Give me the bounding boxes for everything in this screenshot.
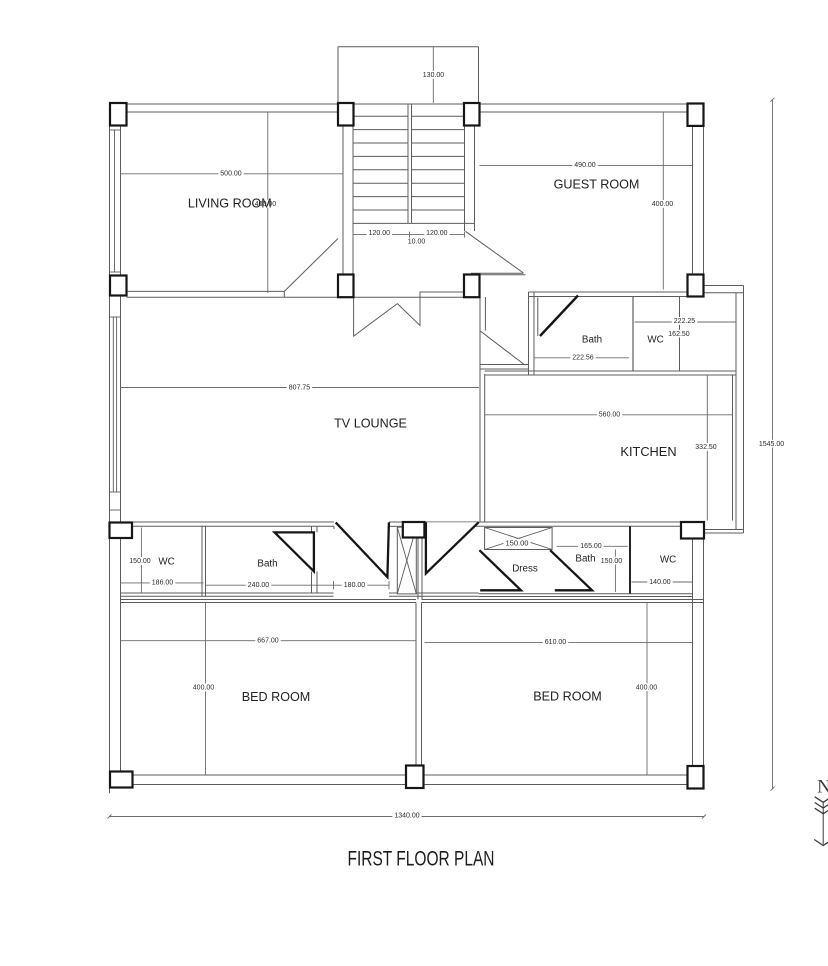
- svg-text:610.00: 610.00: [545, 639, 567, 646]
- svg-text:120.00: 120.00: [426, 230, 448, 237]
- svg-text:1545.00: 1545.00: [759, 441, 784, 448]
- svg-text:130.00: 130.00: [423, 72, 445, 79]
- svg-text:150.00: 150.00: [506, 538, 529, 547]
- svg-text:BED ROOM: BED ROOM: [242, 690, 311, 704]
- svg-text:400.00: 400.00: [193, 685, 215, 692]
- svg-text:807.75: 807.75: [289, 384, 311, 391]
- svg-text:240.00: 240.00: [248, 582, 270, 589]
- svg-text:162.50: 162.50: [668, 331, 690, 338]
- svg-text:150.00: 150.00: [601, 558, 623, 565]
- svg-text:GUEST ROOM: GUEST ROOM: [554, 177, 640, 191]
- svg-text:222.56: 222.56: [572, 355, 594, 362]
- svg-text:KITCHEN: KITCHEN: [620, 444, 676, 459]
- svg-text:Dress: Dress: [512, 564, 538, 575]
- svg-text:500.00: 500.00: [220, 171, 242, 178]
- svg-text:WC: WC: [647, 335, 663, 346]
- svg-text:Bath: Bath: [582, 335, 602, 346]
- svg-text:Bath: Bath: [257, 559, 277, 570]
- svg-text:WC: WC: [660, 554, 676, 565]
- svg-text:222.25: 222.25: [674, 318, 696, 325]
- svg-text:140.00: 140.00: [649, 579, 671, 586]
- svg-text:1340.00: 1340.00: [394, 812, 419, 819]
- svg-text:490.00: 490.00: [574, 162, 596, 169]
- svg-text:LIVING ROOM: LIVING ROOM: [188, 197, 272, 211]
- svg-text:BED ROOM: BED ROOM: [533, 690, 602, 704]
- svg-text:332.50: 332.50: [695, 444, 717, 451]
- svg-text:180.00: 180.00: [344, 582, 366, 589]
- svg-text:N: N: [817, 776, 828, 797]
- svg-text:667.00: 667.00: [257, 638, 279, 645]
- svg-text:186.00: 186.00: [152, 580, 174, 587]
- svg-text:FIRST FLOOR PLAN: FIRST FLOOR PLAN: [348, 848, 495, 871]
- svg-text:10.00: 10.00: [408, 239, 426, 246]
- svg-text:150.00: 150.00: [129, 558, 151, 565]
- svg-text:TV LOUNGE: TV LOUNGE: [334, 416, 407, 430]
- svg-text:400.00: 400.00: [255, 201, 277, 208]
- svg-text:Bath: Bath: [575, 553, 595, 564]
- svg-text:400.00: 400.00: [636, 684, 658, 691]
- svg-text:120.00: 120.00: [369, 230, 391, 237]
- svg-text:400.00: 400.00: [652, 201, 674, 208]
- svg-text:WC: WC: [158, 557, 174, 568]
- svg-text:560.00: 560.00: [599, 412, 621, 419]
- svg-text:165.00: 165.00: [580, 543, 602, 550]
